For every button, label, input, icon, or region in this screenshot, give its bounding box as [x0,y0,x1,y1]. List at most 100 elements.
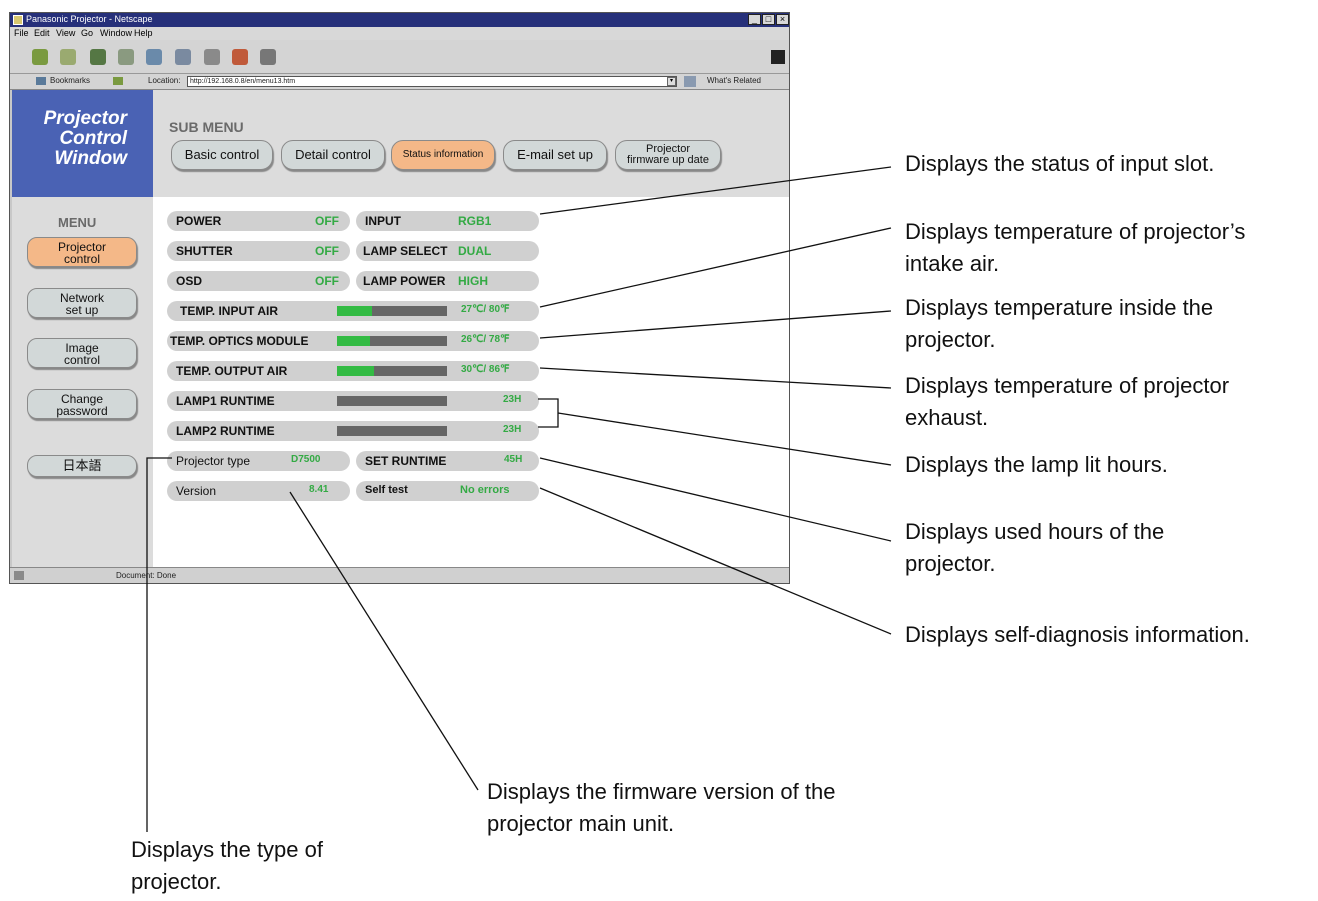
lamp1-value: 23H [503,394,522,405]
menu-label: control [63,252,101,266]
lamp1-label: LAMP1 RUNTIME [176,394,275,408]
guide-icon[interactable] [175,49,191,65]
callout-line-inside [539,310,892,339]
lamp-select-label: LAMP SELECT [363,244,448,258]
input-value: RGB1 [458,214,492,228]
logo-line-1: Projector [43,108,127,129]
status-text: Document: Done [116,571,177,580]
set-runtime-value: 45H [504,454,523,465]
security-icon[interactable] [232,49,248,65]
image-control-button[interactable]: Image control [27,338,137,368]
temp-optics-bar-fill [337,336,370,346]
annotation-lamp-hours: Displays the lamp lit hours. [905,452,1168,477]
network-setup-button[interactable]: Network set up [27,288,137,318]
reload-icon[interactable] [90,49,106,65]
power-status: POWER OFF [167,211,350,231]
forward-icon[interactable] [60,49,76,65]
bookmarks-icon[interactable] [36,77,46,85]
annotation-self-diagnosis: Displays self-diagnosis information. [905,622,1250,647]
url-input[interactable]: http://192.168.0.8/en/menu13.htm [187,76,677,87]
home-icon[interactable] [118,49,134,65]
input-label: INPUT [365,214,401,228]
stop-icon[interactable] [260,49,276,65]
menu-file[interactable]: File [14,28,29,38]
sub-menu: SUB MENU Basic control Detail control St… [153,90,789,197]
url-dropdown-icon[interactable]: ▾ [667,77,676,86]
annotation-exhaust-line-1: Displays temperature of projector [905,373,1230,398]
input-status: INPUT RGB1 [356,211,539,231]
callout-line-exhaust [539,367,892,389]
menu-edit[interactable]: Edit [34,28,50,38]
navigation-toolbar [10,40,789,74]
annotation-intake-line-2: intake air. [905,251,1000,276]
annotation-input-slot: Displays the status of input slot. [905,151,1215,176]
lamp-power-status: LAMP POWER HIGH [356,271,539,291]
projector-control-button[interactable]: Projector control [27,237,137,267]
search-icon[interactable] [146,49,162,65]
related-icon[interactable] [684,76,696,87]
window-title: Panasonic Projector - Netscape [26,14,153,24]
change-password-button[interactable]: Change password [27,389,137,419]
app-icon [13,15,23,25]
status-bar: Document: Done [10,567,789,583]
lamp1-runtime: LAMP1 RUNTIME 23H [167,391,539,411]
self-test-value: No errors [460,484,510,496]
menu-help[interactable]: Help [134,28,153,38]
lamp-bracket [538,398,559,428]
self-test-label: Self test [365,484,408,496]
firmware-update-button[interactable]: Projector firmware up date [615,140,721,170]
menu-bar: File Edit View Go Window Help [10,27,789,40]
osd-status: OSD OFF [167,271,350,291]
annotation-firmware-line-2: projector main unit. [487,811,675,836]
callout-line-selftest [539,487,892,635]
security-status-icon[interactable] [14,571,24,580]
title-bar: Panasonic Projector - Netscape _ □ × [10,13,789,27]
menu-label: control [63,353,101,367]
menu-view[interactable]: View [56,28,76,38]
status-information-button[interactable]: Status information [391,140,495,170]
close-button[interactable]: × [776,14,789,25]
temp-optics-module: TEMP. OPTICS MODULE 26℃/ 78℉ [167,331,539,351]
annotation-intake-line-1: Displays temperature of projector’s [905,219,1246,244]
temp-output-bar [337,366,447,376]
annotation-used-line-1: Displays used hours of the [905,519,1165,544]
menu-go[interactable]: Go [81,28,94,38]
location-label: Location: [148,76,181,85]
lamp-power-value: HIGH [458,274,488,288]
set-runtime: SET RUNTIME 45H [356,451,539,471]
page-content: Projector Control Window SUB MENU Basic … [12,90,789,567]
callout-line-type [146,457,172,832]
back-icon[interactable] [32,49,48,65]
annotation-inside-line-1: Displays temperature inside the [905,295,1214,320]
shutter-label: SHUTTER [176,244,233,258]
annotation-inside-line-2: projector. [905,327,996,352]
bookmarks-label[interactable]: Bookmarks [50,76,91,85]
print-icon[interactable] [204,49,220,65]
shutter-value: OFF [315,244,339,258]
projector-control-logo: Projector Control Window [12,90,153,197]
menu-window[interactable]: Window [100,28,133,38]
lamp-select-value: DUAL [458,244,492,258]
menu-label: password [56,404,108,418]
detail-control-button[interactable]: Detail control [281,140,385,170]
lamp2-bar [337,426,447,436]
lamp1-bar [337,396,447,406]
email-setup-button[interactable]: E-mail set up [503,140,607,170]
temp-optics-label: TEMP. OPTICS MODULE [170,334,309,348]
basic-control-button[interactable]: Basic control [171,140,273,170]
minimize-button[interactable]: _ [748,14,761,25]
temp-output-label: TEMP. OUTPUT AIR [176,364,288,378]
power-value: OFF [315,214,339,228]
temp-output-value: 30℃/ 86℉ [461,364,510,375]
lamp2-runtime: LAMP2 RUNTIME 23H [167,421,539,441]
maximize-button[interactable]: □ [762,14,775,25]
japanese-language-button[interactable]: 日本語 [27,455,137,477]
whats-related-label[interactable]: What's Related [707,76,761,85]
menu-label: set up [65,303,99,317]
osd-value: OFF [315,274,339,288]
annotation-exhaust-line-2: exhaust. [905,405,989,430]
version-value: 8.41 [309,484,329,495]
menu-label: Projector [57,240,107,254]
projector-type: Projector type D7500 [167,451,350,471]
menu-heading: MENU [58,215,97,230]
